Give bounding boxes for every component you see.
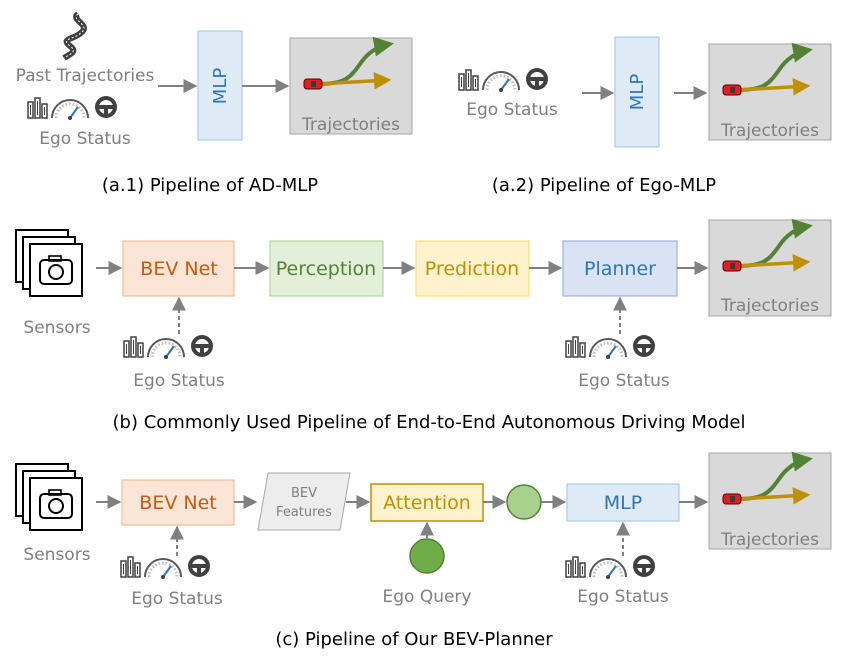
mlp-label: MLP (627, 74, 648, 111)
attention-label: Attention (383, 492, 471, 514)
output-circle (506, 484, 542, 520)
bev-features-line2: Features (276, 505, 332, 520)
panel-a2: Ego Status MLP Trajectories (a.2) Pipeli… (457, 36, 831, 196)
ego-status-icons (119, 553, 212, 581)
perception-label: Perception (276, 258, 376, 280)
caption-c: (c) Pipeline of Our BEV-Planner (275, 629, 553, 650)
camera-icon (15, 463, 83, 531)
trajectories-label: Trajectories (720, 121, 819, 141)
ego-status-label: Ego Status (466, 100, 558, 120)
perception-box (269, 240, 384, 297)
bev-net-box (122, 240, 235, 297)
prediction-label: Prediction (425, 258, 519, 280)
trajectories-label: Trajectories (301, 115, 400, 135)
ego-status-label-1: Ego Status (133, 371, 225, 391)
trajectories-label: Trajectories (720, 296, 819, 316)
caption-a2: (a.2) Pipeline of Ego-MLP (492, 175, 716, 196)
ego-query-label: Ego Query (382, 587, 471, 607)
planner-box (562, 240, 678, 297)
ego-status-label-2: Ego Status (577, 587, 669, 607)
bev-net-label: BEV Net (140, 258, 217, 280)
prediction-box (415, 240, 530, 297)
panel-b: Sensors BEV Net Perception Prediction Pl… (15, 220, 831, 433)
ego-status-label: Ego Status (39, 129, 131, 149)
bev-features-shape (257, 472, 351, 531)
road-icon (62, 11, 87, 61)
trajectories-label: Trajectories (720, 530, 819, 550)
panel-a1: Past Trajectories Ego Status MLP Traject… (16, 11, 412, 196)
mlp-label: MLP (210, 68, 231, 105)
caption-a1: (a.1) Pipeline of AD-MLP (102, 175, 318, 196)
bev-net-label: BEV Net (139, 492, 216, 514)
sensors-label: Sensors (23, 318, 90, 338)
bev-features-line1: BEV (291, 486, 317, 501)
ego-status-icons (564, 553, 657, 581)
ego-status-icons (122, 333, 215, 361)
caption-b: (b) Commonly Used Pipeline of End-to-End… (113, 412, 746, 433)
sensors-label: Sensors (23, 545, 90, 565)
ego-status-icons (457, 66, 550, 94)
camera-icon (15, 229, 83, 297)
mlp-box (566, 483, 680, 522)
mlp-box (614, 36, 660, 148)
panel-c: Sensors BEV Net BEV Features Attention E… (15, 453, 831, 650)
mlp-label: MLP (604, 492, 642, 514)
ego-status-icons (564, 333, 657, 361)
past-trajectories-label: Past Trajectories (16, 66, 155, 86)
ego-status-icons (26, 94, 119, 122)
attention-box (370, 483, 484, 522)
ego-query-circle (409, 538, 445, 574)
planner-label: Planner (584, 258, 656, 280)
ego-status-label-1: Ego Status (131, 589, 223, 609)
ego-status-label-2: Ego Status (578, 371, 670, 391)
